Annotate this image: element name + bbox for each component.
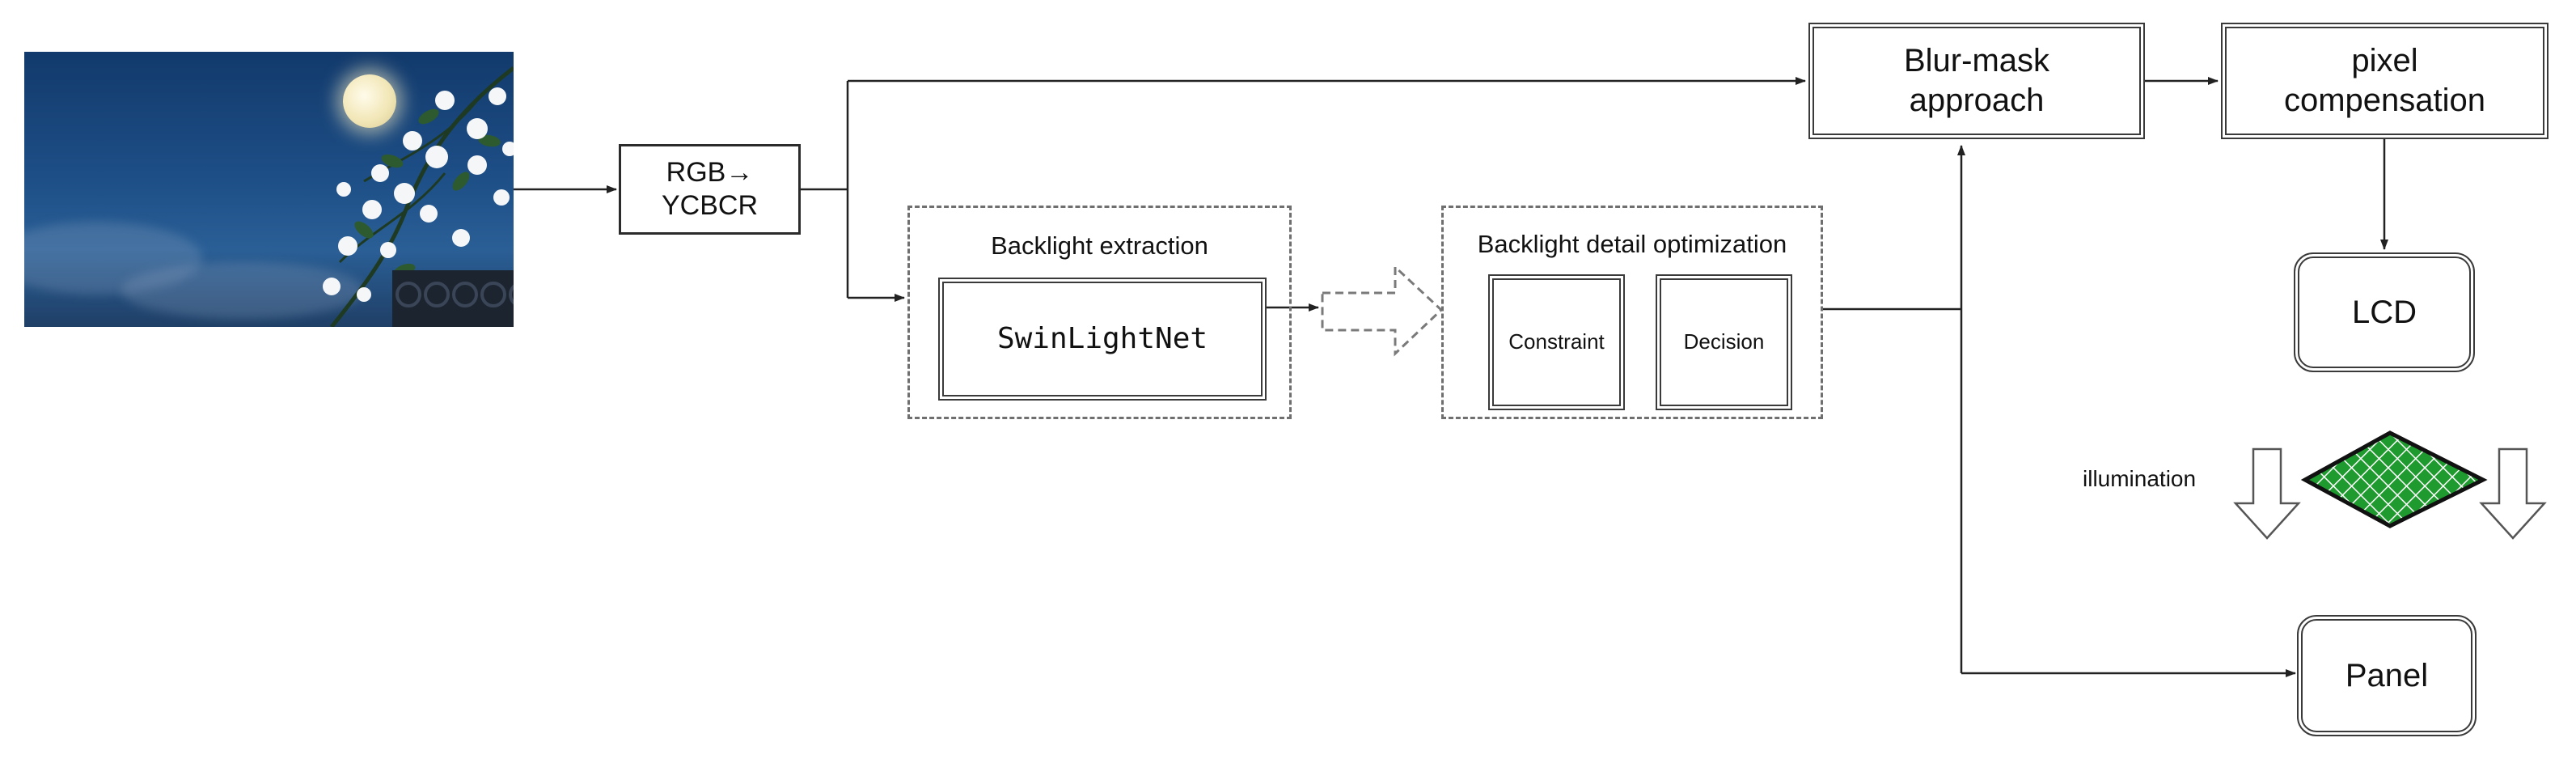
backlight-extraction-group: Backlight extraction SwinLightNet: [907, 206, 1292, 419]
decision-label: Decision: [1683, 329, 1765, 354]
down-arrow-icon-left: [2233, 447, 2301, 540]
pixel-compensation-box: pixel compensation: [2221, 23, 2549, 139]
swinlightnet-label: SwinLightNet: [996, 322, 1208, 356]
rgb-label: RGB→: [666, 156, 754, 188]
diffuser-mesh-icon: [2300, 430, 2488, 528]
illumination-label: illumination: [2083, 466, 2197, 491]
input-image: [24, 52, 514, 327]
backlight-extraction-title: Backlight extraction: [991, 231, 1208, 260]
decision-box: Decision: [1656, 274, 1792, 410]
hollow-arrow-icon: [1321, 264, 1444, 357]
panel-box: Panel: [2297, 615, 2477, 736]
moon-icon: [343, 74, 396, 128]
lcd-label: LCD: [2351, 294, 2417, 330]
ycbcr-label: YCBCR: [661, 190, 759, 221]
backlight-detail-optimization-group: Backlight detail optimization Constraint…: [1441, 206, 1823, 419]
flower-branches-icon: [323, 66, 514, 327]
blur-mask-label: Blur-mask: [1903, 43, 2050, 79]
pixel-label: pixel: [2351, 43, 2418, 79]
down-arrow-icon-right: [2479, 447, 2547, 540]
constraint-label: Constraint: [1508, 329, 1605, 354]
rgb-to-ycbcr-box: RGB→ YCBCR: [619, 144, 801, 235]
fence-icon: [392, 270, 514, 327]
compensation-label: compensation: [2283, 83, 2486, 118]
lcd-box: LCD: [2294, 252, 2475, 372]
backlight-detail-optimization-title: Backlight detail optimization: [1477, 230, 1787, 258]
blur-mask-approach-box: Blur-mask approach: [1808, 23, 2145, 139]
constraint-box: Constraint: [1488, 274, 1625, 410]
panel-label: Panel: [2345, 657, 2429, 693]
swinlightnet-box: SwinLightNet: [938, 278, 1267, 401]
approach-label: approach: [1909, 83, 2045, 118]
